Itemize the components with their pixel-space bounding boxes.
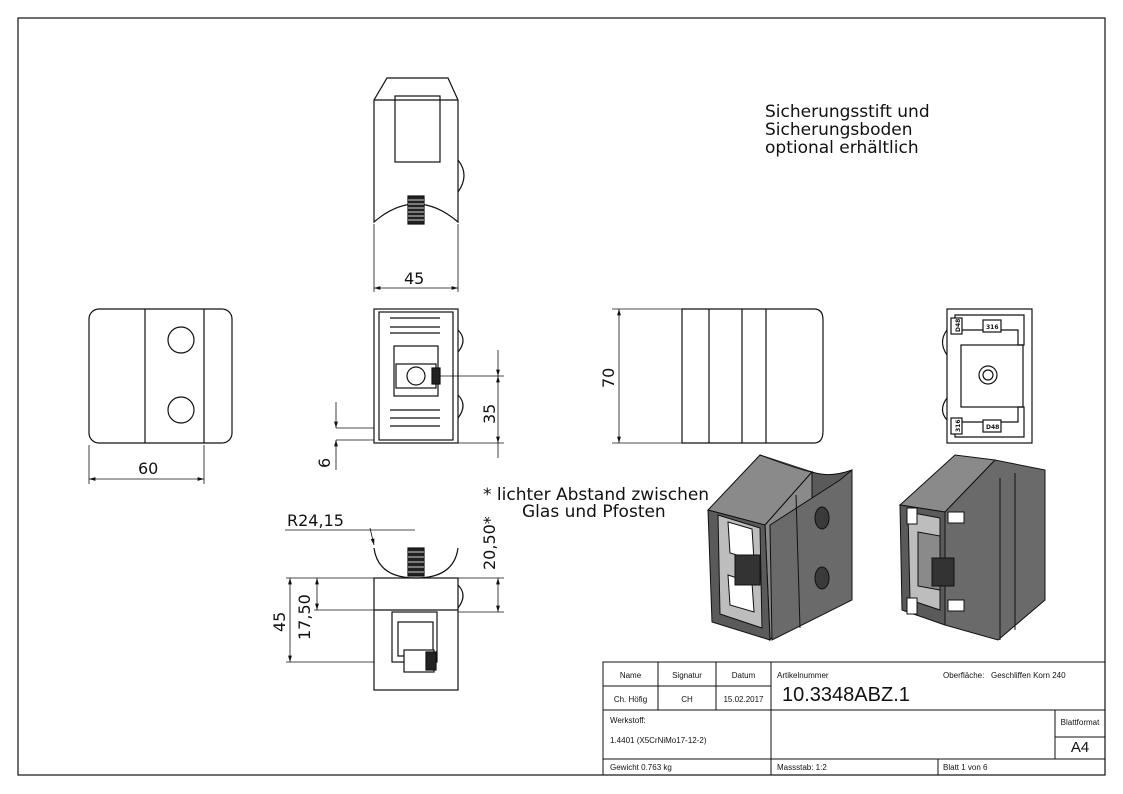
note-gap-line2: Glas und Pfosten <box>522 502 666 522</box>
note-optional-line2: Sicherungsboden <box>765 120 913 140</box>
dim-front-6: 6 <box>315 458 334 468</box>
note-optional-line3: optional erhältlich <box>765 138 919 158</box>
dim-bottom-radius: R24,15 <box>287 511 344 530</box>
rear-view <box>941 308 1033 444</box>
iso-view-front <box>707 454 853 642</box>
bottom-view-thread <box>407 547 425 577</box>
werkstoff-value: 1.4401 (X5CrNiMo17-12-2) <box>610 736 707 745</box>
oberflaeche-label: Oberfläche: <box>943 671 985 680</box>
col-signatur-header: Signatur <box>672 671 702 680</box>
top-view-thread <box>407 195 425 225</box>
sheet-border <box>17 17 1106 776</box>
signatur-value: CH <box>681 695 693 704</box>
top-view <box>373 77 465 292</box>
massstab: Massstab: 1:2 <box>777 763 827 772</box>
dim-front-35: 35 <box>480 404 499 424</box>
dim-side-height: 70 <box>599 368 618 388</box>
dim-bottom-45: 45 <box>270 612 289 632</box>
left-view <box>88 308 233 484</box>
engraving-d48-top: D48 <box>955 319 962 332</box>
blatt: Blatt 1 von 6 <box>943 763 988 772</box>
note-optional-line1: Sicherungsstift und <box>765 102 930 122</box>
name-value: Ch. Höfig <box>613 695 648 704</box>
dim-top-width: 45 <box>404 269 424 288</box>
oberflaeche-value: Geschliffen Korn 240 <box>991 671 1066 680</box>
note-gap-line1: * lichter Abstand zwischen <box>483 485 709 505</box>
artikel-value: 10.3348ABZ.1 <box>782 684 910 706</box>
iso-view-rear <box>898 454 1046 641</box>
dim-bottom-1750: 17,50 <box>295 594 314 640</box>
artikel-label: Artikelnummer <box>777 671 829 680</box>
dim-left-width: 60 <box>138 459 158 478</box>
engraving-d48-bottom: D48 <box>986 424 999 431</box>
col-datum-header: Datum <box>731 671 756 680</box>
werkstoff-label: Werkstoff: <box>610 716 646 725</box>
gewicht: Gewicht 0.763 kg <box>610 763 672 772</box>
bottom-view <box>285 527 504 691</box>
front-view <box>334 308 504 470</box>
side-view <box>612 308 824 444</box>
engraving-316-top: 316 <box>986 324 999 331</box>
title-block-frame <box>602 661 1106 776</box>
dim-bottom-gap: 20,50* <box>480 516 499 570</box>
blattformat-label: Blattformat <box>1060 718 1100 727</box>
col-name-header: Name <box>619 671 642 680</box>
datum-value: 15.02.2017 <box>723 695 764 704</box>
blattformat-value: A4 <box>1070 739 1090 756</box>
engraving-316-bottom: 316 <box>955 419 962 432</box>
